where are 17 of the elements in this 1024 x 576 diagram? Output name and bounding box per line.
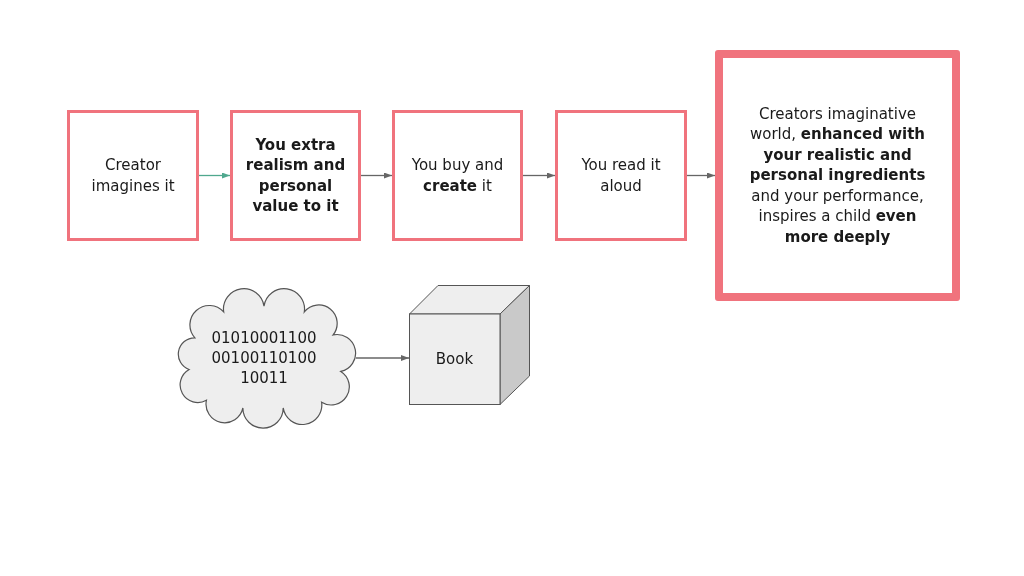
arrow	[355, 355, 410, 361]
process-box	[555, 110, 687, 241]
arrow	[198, 172, 231, 179]
process-box	[392, 110, 523, 241]
process-box	[230, 110, 361, 241]
box-text: You read it aloud	[580, 155, 662, 196]
box-text: You buy and create it	[410, 155, 505, 196]
cube-label: Book	[435, 349, 474, 371]
binary-text: 01010001100 00100110100 10011	[210, 328, 318, 388]
result-box	[715, 50, 960, 301]
box-text: You extra realism and personal value to it	[244, 134, 347, 217]
box-text: Creators imaginative world, enhanced with your realistic and personal ingredients and your performance, inspires a child even more deeply	[748, 103, 927, 248]
box-text: Creator imagines it	[90, 155, 176, 196]
arrow	[522, 172, 556, 179]
arrow	[360, 172, 393, 179]
arrow	[686, 172, 716, 179]
process-box	[67, 110, 199, 241]
